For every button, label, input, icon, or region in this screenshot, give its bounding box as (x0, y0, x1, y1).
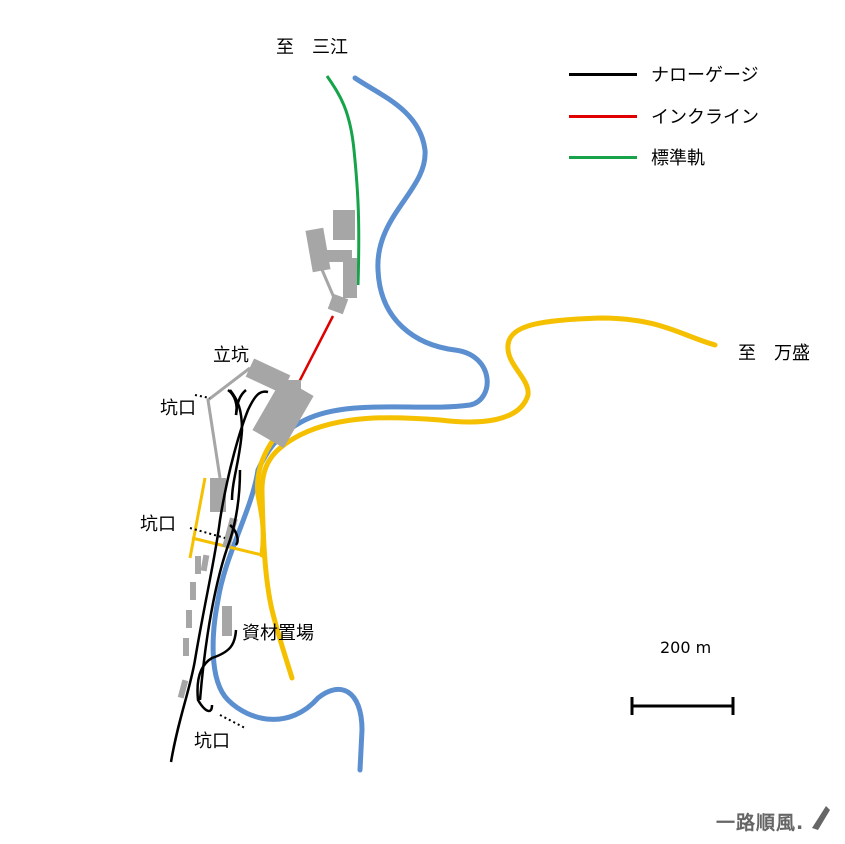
label-materials-yard: 資材置場 (242, 623, 314, 644)
legend-item-narrow-gauge: ナローゲージ (569, 62, 759, 86)
river (210, 75, 490, 773)
scale-bar (630, 697, 735, 715)
adit-markers (189, 394, 246, 729)
legend-swatch (569, 114, 637, 118)
legend-label: 標準軌 (651, 148, 705, 169)
label-to-manmori: 至 万盛 (738, 343, 810, 364)
narrow-gauge-lines (169, 388, 269, 763)
incline-line (296, 315, 335, 385)
standard-gauge-line (325, 75, 361, 286)
scale-label: 200 m (660, 638, 712, 657)
facility-upper (305, 210, 357, 315)
facility-shaft (206, 358, 314, 512)
label-shaft: 立坑 (213, 345, 249, 366)
legend-label: ナローゲージ (651, 65, 759, 86)
legend-swatch (569, 155, 637, 159)
road-main (259, 315, 718, 681)
legend-swatch (569, 72, 637, 76)
label-to-mie: 至 三江 (276, 37, 348, 58)
pen-nib-icon (812, 806, 830, 830)
label-adit-2: 坑口 (140, 514, 176, 535)
label-adit-1: 坑口 (160, 398, 196, 419)
legend-item-standard-gauge: 標準軌 (569, 145, 705, 169)
legend-item-incline: インクライン (569, 104, 759, 128)
legend-label: インクライン (651, 107, 759, 128)
credit-text: 一路順風. (716, 812, 805, 834)
label-adit-3: 坑口 (194, 731, 230, 752)
